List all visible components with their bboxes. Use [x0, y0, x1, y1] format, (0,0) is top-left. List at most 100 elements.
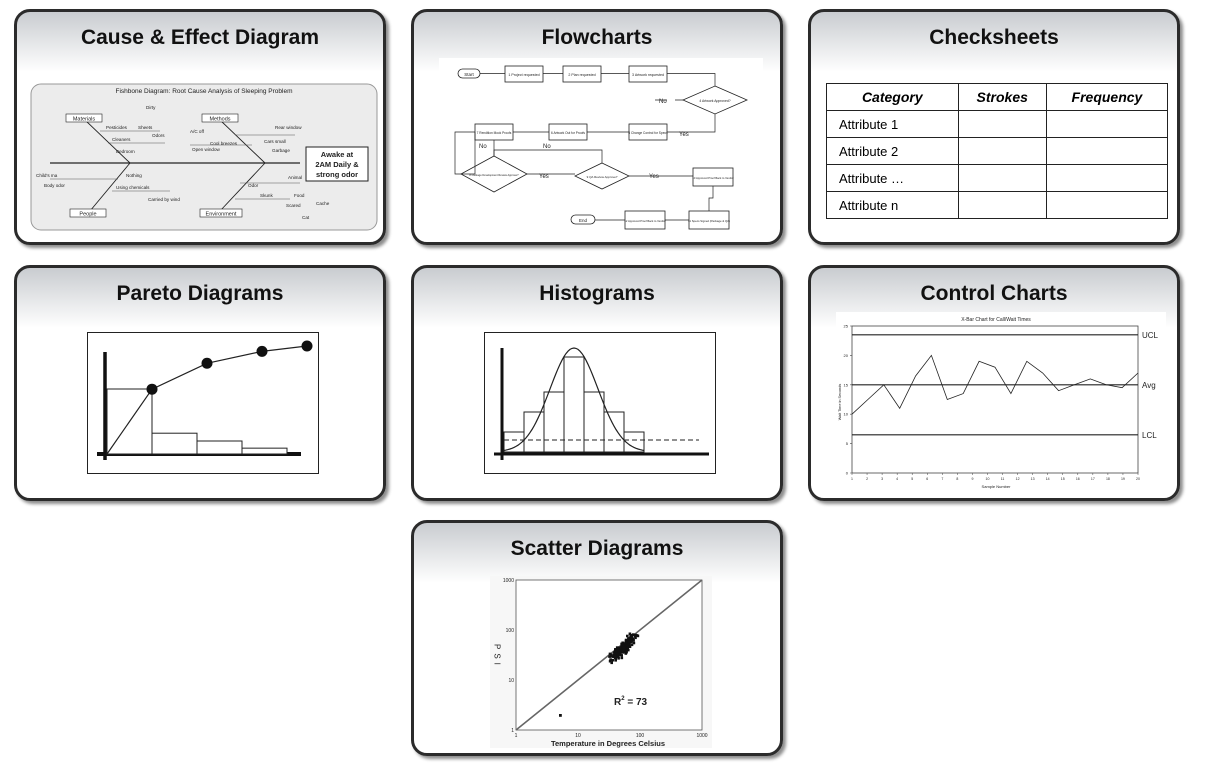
control-xtick-label: 5 — [911, 477, 913, 481]
scatter-point — [632, 641, 636, 645]
histogram-bar — [523, 411, 545, 453]
scatter-point — [626, 639, 630, 642]
flowchart-node: 9 QA Review Approve? — [587, 175, 618, 179]
scatter-point — [622, 644, 625, 647]
fishbone-cause: Odors — [152, 133, 165, 138]
checksheet-cell — [1045, 164, 1169, 192]
scatter-point — [632, 639, 635, 642]
scatter-point — [626, 640, 630, 644]
control-xtick-label: 9 — [971, 477, 973, 481]
fishbone-diagram: Fishbone Diagram: Root Cause Analysis of… — [30, 83, 378, 231]
flowchart-node: 5 Change Control for Specs — [628, 131, 668, 135]
fishbone-cause: Scared — [286, 203, 301, 208]
control-xtick-label: 11 — [1001, 477, 1005, 481]
table-row: Attribute … — [826, 164, 1169, 192]
control-xtick-label: 13 — [1031, 477, 1035, 481]
scatter-point — [621, 649, 625, 653]
control-ytick-label: 25 — [844, 324, 849, 329]
scatter-point — [559, 714, 562, 717]
scatter-point — [634, 636, 637, 640]
flowcharts-card: Flowcharts — [411, 9, 783, 245]
checksheets-title: Checksheets — [929, 26, 1059, 49]
flowchart-node: 1 Project requested — [508, 73, 539, 77]
scatter-point — [630, 635, 633, 638]
control-xlabel: Sample Number — [982, 484, 1012, 489]
histogram-bar — [623, 431, 645, 453]
fishbone-cause: Garbage — [272, 148, 290, 153]
scatter-point — [630, 640, 633, 644]
fishbone-cause: Child's ma — [36, 173, 58, 178]
control-ytick-label: 15 — [844, 382, 849, 387]
scatter-point — [610, 655, 613, 658]
scatter-point — [609, 658, 612, 661]
table-row: Attribute n — [826, 191, 1169, 219]
histograms-title: Histograms — [539, 282, 655, 305]
scatter-point — [624, 652, 628, 655]
control-card: Control Charts X-Bar Chart for Call/Wait… — [808, 265, 1180, 501]
control-xtick-label: 10 — [986, 477, 990, 481]
fishbone-cause: Bedroom — [116, 149, 135, 154]
fishbone-cause: Pesticides — [106, 125, 128, 130]
pareto-point — [146, 383, 158, 395]
fishbone-cause: Rear window — [275, 125, 302, 130]
scatter-point — [634, 634, 637, 638]
fishbone-cause: Nothing — [126, 173, 142, 178]
flowchart-node: 3 Artwork requested — [632, 73, 664, 77]
pareto-bar — [151, 432, 198, 455]
scatter-point — [625, 641, 628, 644]
flowchart-node: 8 Package Development Review Approve? — [469, 173, 519, 177]
fishbone-cause: Open window — [192, 147, 221, 152]
scatter-point — [618, 650, 621, 654]
control-ytick-label: 0 — [846, 471, 849, 476]
fishbone-title: Fishbone Diagram: Root Cause Analysis of… — [115, 88, 292, 95]
scatter-point — [613, 656, 617, 660]
scatter-point — [627, 637, 630, 640]
scatter-ytick-label: 1000 — [503, 578, 514, 584]
scatter-point — [613, 655, 617, 658]
fishbone-category: Materials — [73, 117, 96, 123]
table-row: Attribute 2 — [826, 137, 1169, 165]
scatter-point — [612, 651, 616, 654]
control-ylabel: Wait Time in Seconds — [838, 384, 842, 421]
control-title: Control Charts — [920, 282, 1068, 305]
fishbone-cause: Using chemicals — [116, 185, 150, 190]
checksheet-header: Frequency — [1045, 83, 1169, 111]
checksheet-attribute: Attribute 1 — [826, 110, 959, 138]
scatter-point — [621, 641, 624, 645]
histogram-bar — [563, 356, 585, 453]
control-avg-label: Avg — [1142, 381, 1156, 390]
control-ucl-label: UCL — [1142, 331, 1159, 340]
fishbone-cause: Cool breezes — [210, 141, 238, 146]
checksheet-cell — [1045, 137, 1169, 165]
histogram-bar — [603, 411, 625, 453]
scatter-point — [626, 634, 629, 638]
scatter-point — [630, 643, 634, 647]
scatter-point — [627, 643, 631, 647]
flowchart-node: 2 Plan requested — [568, 73, 595, 77]
fishbone-cause: Sheets — [138, 125, 153, 130]
fishbone-cause: A/C off — [190, 129, 205, 134]
scatter-point — [619, 646, 622, 650]
scatter-point — [616, 649, 619, 652]
control-xtick-label: 19 — [1121, 477, 1125, 481]
scatter-xtick-label: 100 — [636, 733, 645, 739]
fishbone-cause: Food — [294, 193, 305, 198]
fishbone-effect-line: Awake at — [321, 150, 354, 159]
flowchart-yes-label: Yes — [539, 174, 549, 180]
scatter-point — [628, 632, 632, 636]
scatter-point — [635, 634, 639, 637]
control-chart-title: X-Bar Chart for Call/Wait Times — [961, 317, 1031, 323]
checksheet-cell — [957, 137, 1047, 165]
flowchart-node-end: End — [579, 218, 588, 223]
pareto-bar — [241, 447, 288, 455]
histogram-chart — [484, 332, 716, 474]
control-xtick-label: 3 — [881, 477, 883, 481]
fishbone-cause: Cat — [302, 215, 310, 220]
control-chart: X-Bar Chart for Call/Wait Times Wait Tim… — [836, 312, 1166, 490]
checksheet-header: Strokes — [957, 83, 1047, 111]
scatter-title: Scatter Diagrams — [510, 537, 684, 560]
fishbone-effect-line: 2AM Daily & — [315, 160, 359, 169]
checksheet-table: Category Strokes Frequency Attribute 1 A… — [826, 83, 1169, 219]
pareto-title: Pareto Diagrams — [116, 282, 284, 305]
scatter-chart: PSI Temperature in Degrees Celsius R2 = … — [490, 576, 712, 748]
